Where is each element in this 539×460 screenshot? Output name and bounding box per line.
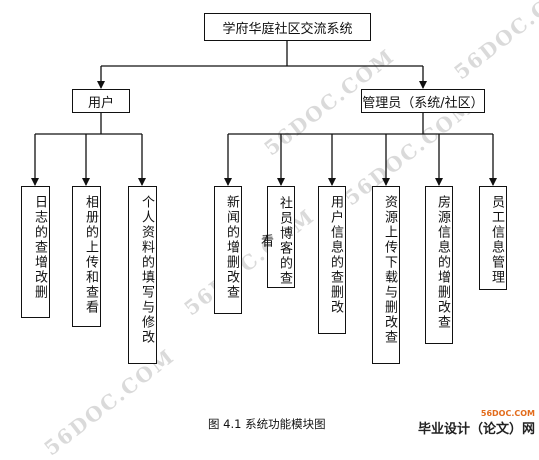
- group-node-label: 用户: [87, 95, 114, 111]
- module-node-label: 相册的上传和查看: [83, 195, 98, 315]
- group-node-label: 管理员（系统/社区）: [362, 95, 484, 111]
- module-node-label: 用户信息的查删改: [328, 195, 343, 315]
- module-node: 房源信息的增删改查: [425, 186, 453, 344]
- module-node-label: 日志的查增改删: [32, 195, 47, 300]
- module-node-label: 房源信息的增删改查: [435, 195, 450, 330]
- module-node-label: 新闻的增删改查: [224, 195, 239, 300]
- site-badge-domain: 56DOC.COM: [480, 409, 535, 418]
- module-node: 员工信息管理: [479, 186, 507, 290]
- module-node-label: 个人资料的填写与修改: [139, 195, 154, 345]
- root-node-label: 学府华庭社区交流系统: [222, 21, 353, 37]
- module-node-label: 社员博客的查看: [258, 196, 292, 286]
- module-node: 相册的上传和查看: [72, 186, 101, 327]
- module-node: 日志的查增改删: [21, 186, 50, 318]
- module-node: 社员博客的查看: [258, 186, 295, 288]
- site-badge-brand: 毕业设计（论文）网: [417, 422, 535, 437]
- root-node: 学府华庭社区交流系统: [204, 13, 371, 41]
- group-node-user: 用户: [72, 89, 130, 113]
- module-node: 资源上传下载与删改查: [372, 186, 400, 364]
- site-badge: 56DOC.COM 毕业设计（论文）网: [418, 409, 535, 437]
- module-node-label: 员工信息管理: [489, 195, 504, 285]
- diagram-stage: 56DOC.COM 56DOC.COM 56DOC.COM 56DOC.COM …: [21, 0, 539, 460]
- figure-caption: 图 4.1 系统功能模块图: [208, 417, 326, 431]
- group-node-admin: 管理员（系统/社区）: [361, 89, 485, 113]
- module-node-label: 资源上传下载与删改查: [382, 195, 397, 345]
- connector-lines: [31, 41, 497, 186]
- module-node: 用户信息的查删改: [318, 186, 346, 334]
- module-node: 新闻的增删改查: [214, 186, 242, 314]
- module-node: 个人资料的填写与修改: [128, 186, 157, 364]
